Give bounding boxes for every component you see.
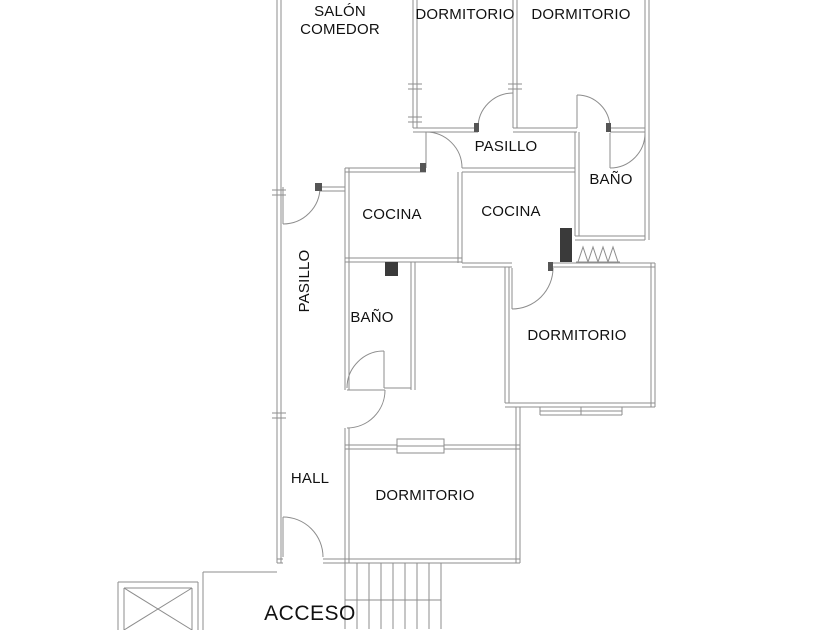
outer-walls xyxy=(272,0,650,564)
door-arcs xyxy=(282,92,646,558)
duct-fixture xyxy=(560,228,572,262)
elevator-x-diagonal xyxy=(123,587,193,630)
fixtures xyxy=(315,123,620,276)
room-label-salon-comedor: SALÓN COMEDOR xyxy=(300,3,380,38)
entrance-label-acceso: ACCESO xyxy=(264,602,356,625)
elevator-shaft xyxy=(117,571,277,630)
dormitorio-bottom-walls xyxy=(345,407,521,563)
room-label-hall: HALL xyxy=(290,470,330,487)
room-label-pasillo-vertical: PASILLO xyxy=(296,249,314,313)
radiator-symbol xyxy=(577,245,619,264)
stairs xyxy=(344,563,442,629)
room-label-dormitorio-top-2: DORMITORIO xyxy=(531,6,631,23)
middle-zone-walls xyxy=(344,168,462,563)
room-label-dormitorio-right: DORMITORIO xyxy=(527,327,627,344)
top-zone-walls xyxy=(320,0,645,263)
room-label-bano-top: BAÑO xyxy=(589,171,633,188)
room-label-cocina-1: COCINA xyxy=(362,206,422,223)
room-label-cocina-2: COCINA xyxy=(481,203,541,220)
column-fixture xyxy=(385,262,398,276)
room-label-dormitorio-bottom: DORMITORIO xyxy=(375,487,475,504)
room-label-dormitorio-top-1: DORMITORIO xyxy=(415,6,515,23)
room-label-bano-mid: BAÑO xyxy=(350,309,394,326)
room-label-pasillo-top: PASILLO xyxy=(474,138,538,155)
dormitorio-right-walls xyxy=(462,262,656,416)
